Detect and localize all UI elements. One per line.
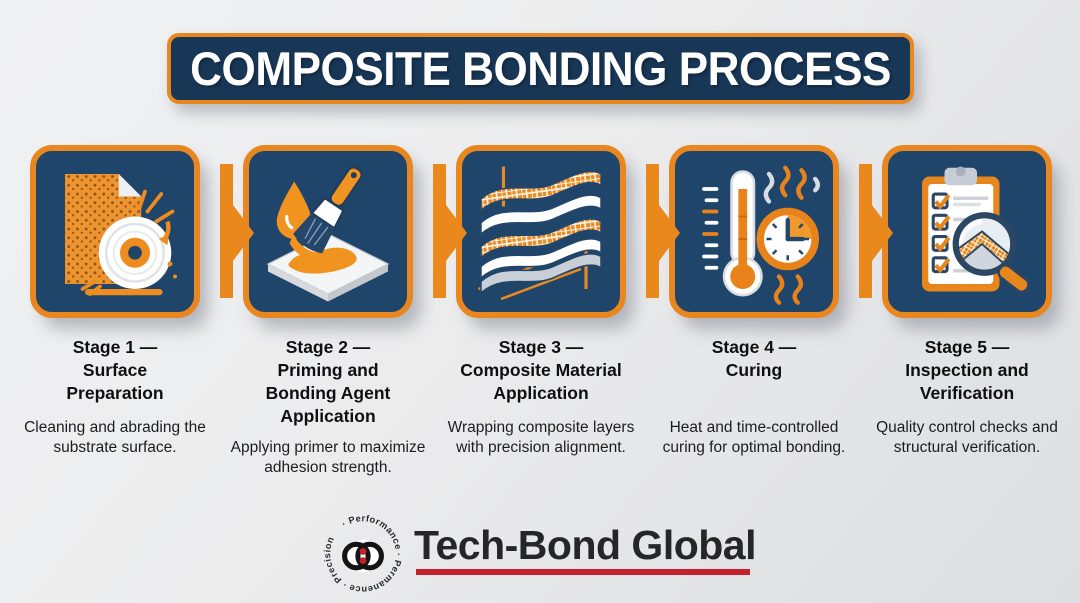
stage-2-box xyxy=(243,145,413,318)
stage-5-description: Quality control checks and structural ve… xyxy=(876,419,1058,456)
stage-3-heading: Stage 3 — Composite Material Application xyxy=(460,337,622,403)
flow-arrow-icon xyxy=(433,164,467,298)
page-title: COMPOSITE BONDING PROCESS xyxy=(190,40,891,95)
stage-1-heading: Stage 1 — Surface Preparation xyxy=(66,337,164,403)
stage-5-heading: Stage 5 — Inspection and Verification xyxy=(905,337,1029,403)
composite-layers-icon xyxy=(478,166,602,301)
stage-2-text: Stage 2 — Priming and Bonding Agent Appl… xyxy=(226,336,430,478)
stage-5-box xyxy=(882,145,1052,318)
stage-4-heading: Stage 4 — Curing xyxy=(711,337,797,380)
brand-logo-icon: · Performance · Permanence · Precision xyxy=(318,509,408,599)
stage-3-description: Wrapping composite layers with precision… xyxy=(447,419,635,456)
flow-arrow-icon xyxy=(220,164,254,298)
sanding-disc-icon xyxy=(65,174,177,296)
stage-1-box xyxy=(30,145,200,318)
primer-brush-icon xyxy=(266,165,390,302)
stage-2-heading: Stage 2 — Priming and Bonding Agent Appl… xyxy=(265,337,391,426)
stage-3-box xyxy=(456,145,626,318)
stage-1-description: Cleaning and abrading the substrate surf… xyxy=(24,419,206,456)
stage-4-text: Stage 4 — Curing Heat and time-controlle… xyxy=(652,336,856,458)
stage-4-description: Heat and time-controlled curing for opti… xyxy=(662,419,846,456)
flow-arrow-icon xyxy=(646,164,680,298)
thermometer-clock-icon xyxy=(702,165,820,305)
stage-5-text: Stage 5 — Inspection and Verification Qu… xyxy=(865,336,1069,458)
brand-name: Tech-Bond Global xyxy=(414,522,757,568)
stage-3-text: Stage 3 — Composite Material Application… xyxy=(439,336,643,458)
stage-1-text: Stage 1 — Surface Preparation Cleaning a… xyxy=(13,336,217,458)
checklist-magnifier-icon xyxy=(922,166,1030,294)
title-banner: COMPOSITE BONDING PROCESS xyxy=(167,33,914,104)
brand-underline xyxy=(416,569,750,575)
stage-4-box xyxy=(669,145,839,318)
stage-2-description: Applying primer to maximize adhesion str… xyxy=(230,439,426,476)
flow-arrow-icon xyxy=(859,164,893,298)
